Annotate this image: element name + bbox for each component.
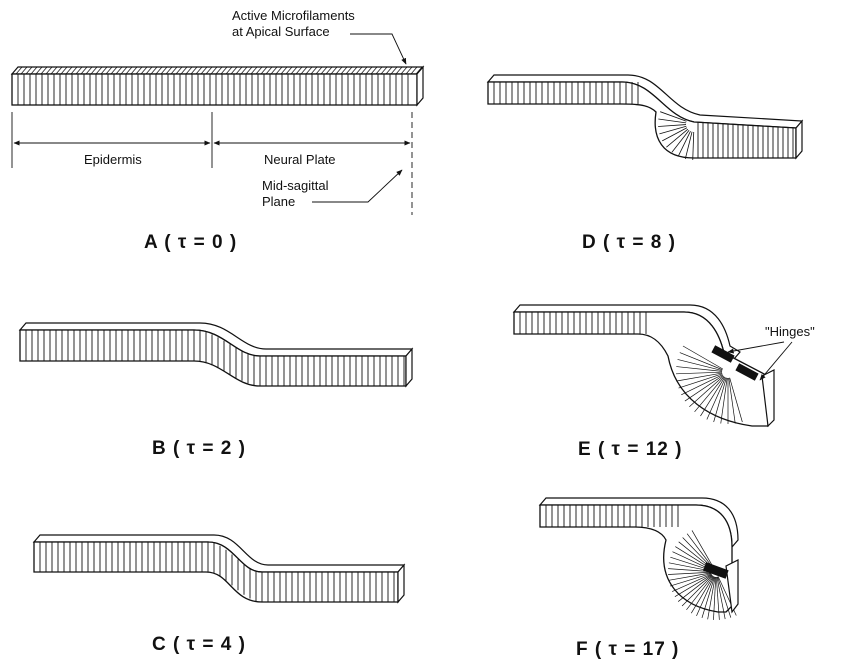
panel-a: Active Microfilaments at Apical Surface …: [12, 8, 423, 253]
midsagittal-label-line2: Plane: [262, 194, 295, 209]
panel-c-slab-front: [34, 542, 398, 602]
panel-c: C ( τ = 4 ): [34, 535, 404, 655]
hinges-arrow-1: [728, 342, 784, 352]
caption-c: C ( τ = 4 ): [152, 634, 246, 655]
microfilaments-label-line2: at Apical Surface: [232, 24, 330, 39]
panel-c-slab-end: [398, 565, 404, 602]
caption-d: D ( τ = 8 ): [582, 232, 676, 253]
panel-b: B ( τ = 2 ): [20, 323, 412, 459]
panel-e: "Hinges" E ( τ = 12 ): [514, 305, 815, 460]
caption-b: B ( τ = 2 ): [152, 438, 246, 459]
panel-d: D ( τ = 8 ): [488, 75, 802, 253]
panel-f-slab-front: [540, 505, 734, 612]
panel-b-slab-end: [406, 349, 412, 386]
caption-f: F ( τ = 17 ): [576, 639, 679, 660]
epidermis-label: Epidermis: [84, 152, 142, 167]
hinges-arrow-2: [760, 342, 792, 380]
microfilaments-label-line1: Active Microfilaments: [232, 8, 355, 23]
panel-d-slab-end: [796, 121, 802, 158]
panel-e-slab-front: [514, 312, 768, 426]
caption-a: A ( τ = 0 ): [144, 232, 237, 253]
panel-a-slab: [12, 67, 423, 105]
hinges-label: "Hinges": [765, 324, 815, 339]
caption-e: E ( τ = 12 ): [578, 439, 682, 460]
neural-plate-label: Neural Plate: [264, 152, 336, 167]
microfilaments-arrow: [350, 34, 406, 64]
midsagittal-label-line1: Mid-sagittal: [262, 178, 329, 193]
panel-b-slab-front: [20, 330, 406, 386]
panel-f: F ( τ = 17 ): [540, 498, 738, 660]
